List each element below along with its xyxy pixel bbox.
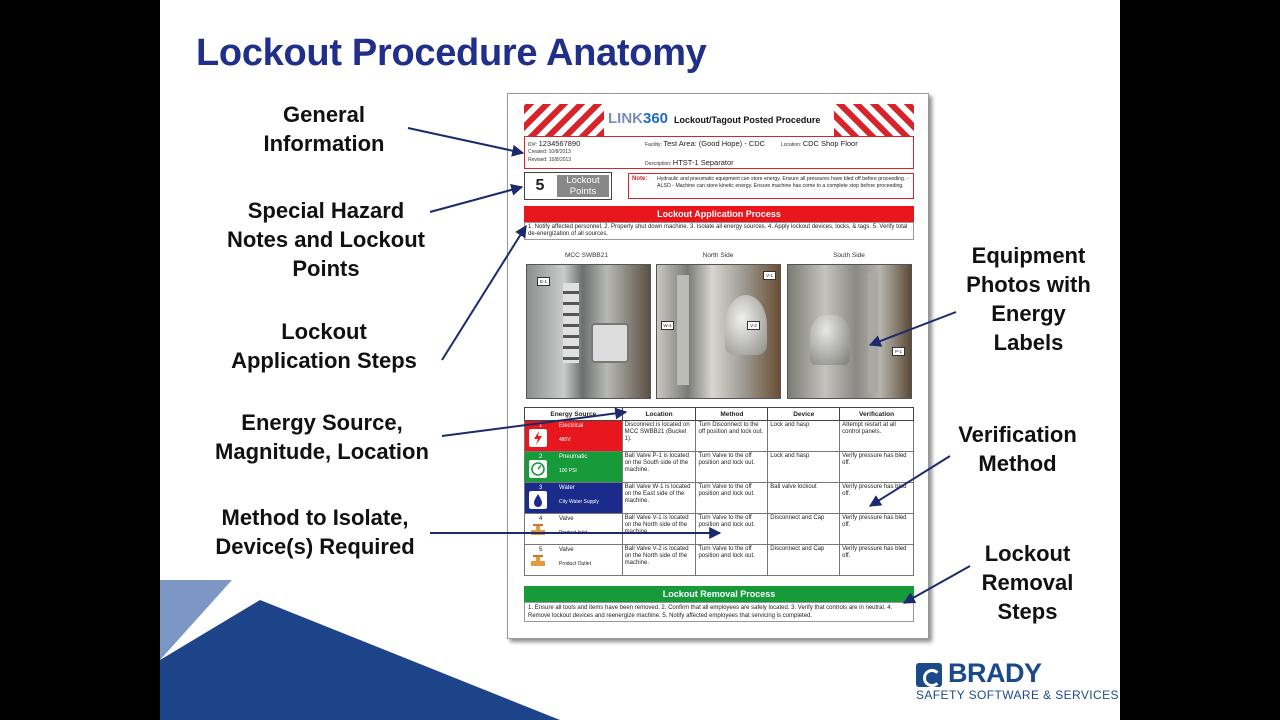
doc-header: LINK360 Lockout/Tagout Posted Procedure — [524, 104, 914, 136]
general-info-grid: ID#: 1234567890 Created: 10/8/2013 Revis… — [524, 136, 914, 169]
brady-tagline: SAFETY SOFTWARE & SERVICES — [916, 688, 1119, 702]
revised-field: Revised: 10/8/2013 — [528, 157, 572, 163]
table-row: 4 Valve Product Inlet Ball Valve V-1 is … — [524, 513, 914, 545]
brady-logo: BRADY SAFETY SOFTWARE & SERVICES — [916, 658, 1119, 706]
slide-title: Lockout Procedure Anatomy — [196, 32, 707, 74]
hazard-stripe-right — [834, 104, 914, 136]
removal-steps-text: 1. Ensure all tools and items have been … — [524, 602, 914, 622]
equipment-photo-3: P-1 — [787, 264, 912, 399]
application-process-banner: Lockout Application Process — [524, 206, 914, 222]
removal-process-banner: Lockout Removal Process — [524, 586, 914, 602]
valve-icon — [531, 524, 545, 535]
lockout-points-box: 5 Lockout Points — [524, 172, 612, 200]
table-header: Device — [767, 407, 841, 421]
valve-icon — [531, 555, 545, 566]
energy-tag: V-2 — [747, 321, 760, 330]
callout-verification-method: Verification Method — [958, 422, 1077, 476]
energy-source-cell: 3 Water City Water Supply — [524, 482, 623, 514]
hazard-stripe-left — [524, 104, 604, 136]
arrow — [407, 127, 525, 157]
slide: Lockout Procedure Anatomy General Inform… — [160, 0, 1120, 720]
energy-source-cell: 2 Pneumatic 100 PSI — [524, 451, 623, 483]
link360-logo: LINK360 — [608, 110, 669, 127]
energy-source-table: Energy Source Location Method Device Ver… — [524, 407, 914, 576]
callout-removal-steps: Lockout Removal Steps — [981, 541, 1074, 624]
energy-source-cell: 1 Electrical 480V — [524, 420, 623, 452]
table-row: 1 Electrical 480V Disconnect is located … — [524, 420, 914, 452]
callout-energy-source: Energy Source, Magnitude, Location — [215, 410, 429, 464]
electrical-hazard-icon — [529, 429, 547, 447]
energy-tag: W-1 — [661, 321, 674, 330]
table-row: 3 Water City Water Supply Ball Valve W-1… — [524, 482, 914, 514]
equipment-photo-1: E-1 — [526, 264, 651, 399]
table-row: 2 Pneumatic 100 PSI Ball Valve P-1 is lo… — [524, 451, 914, 483]
energy-tag: P-1 — [892, 347, 905, 356]
table-header: Method — [695, 407, 769, 421]
photo-caption-3: South Side — [833, 252, 865, 259]
energy-source-cell: 5 Valve Product Outlet — [524, 544, 623, 576]
energy-tag: V-1 — [763, 271, 776, 280]
description-field: Description: HTST-1 Separator — [645, 158, 734, 167]
energy-tag: E-1 — [537, 277, 550, 286]
lockout-points-count: 5 — [535, 177, 545, 194]
location-field: Location: CDC Shop Floor — [781, 139, 858, 148]
table-header: Verification — [839, 407, 914, 421]
lockout-points-label: Lockout Points — [557, 175, 609, 197]
decorative-triangles — [160, 580, 560, 720]
application-steps-text: 1. Notify affected personnel. 2. Properl… — [524, 222, 914, 240]
brady-mark-icon — [916, 663, 942, 687]
water-drop-icon — [529, 491, 547, 509]
created-field: Created: 10/8/2013 — [528, 149, 571, 155]
note-text: Hydraulic and pneumatic equipment can st… — [657, 176, 909, 189]
callout-application-steps: Lockout Application Steps — [231, 319, 417, 373]
table-header: Energy Source — [524, 407, 623, 421]
equipment-photo-2: V-1 W-1 V-2 — [656, 264, 781, 399]
energy-source-cell: 4 Valve Product Inlet — [524, 513, 623, 545]
callout-special-hazard: Special Hazard Notes and Lockout Points — [226, 198, 425, 281]
id-field: ID#: 1234567890 — [528, 139, 581, 148]
table-header: Location — [621, 407, 697, 421]
brady-wordmark: BRADY — [948, 658, 1042, 688]
photo-caption-2: North Side — [702, 252, 734, 259]
table-row: 5 Valve Product Outlet Ball Valve V-2 is… — [524, 544, 914, 576]
callout-equipment-photos: Equipment Photos with Energy Labels — [966, 243, 1091, 355]
pressure-gauge-icon — [529, 460, 547, 478]
posted-procedure-document: LINK360 Lockout/Tagout Posted Procedure … — [507, 93, 929, 639]
photo-caption-1: MCC SWBB21 — [565, 252, 608, 259]
note-label: Note: — [632, 176, 648, 182]
callout-general-information: General Information — [263, 102, 385, 156]
facility-field: Facility: Test Area: (Good Hope) - CDC — [645, 139, 766, 148]
callout-method-isolate: Method to Isolate, Device(s) Required — [215, 505, 415, 559]
table-header-row: Energy Source Location Method Device Ver… — [524, 407, 914, 421]
hazard-note-box: Note: Hydraulic and pneumatic equipment … — [628, 173, 914, 199]
doc-heading: Lockout/Tagout Posted Procedure — [674, 115, 821, 125]
